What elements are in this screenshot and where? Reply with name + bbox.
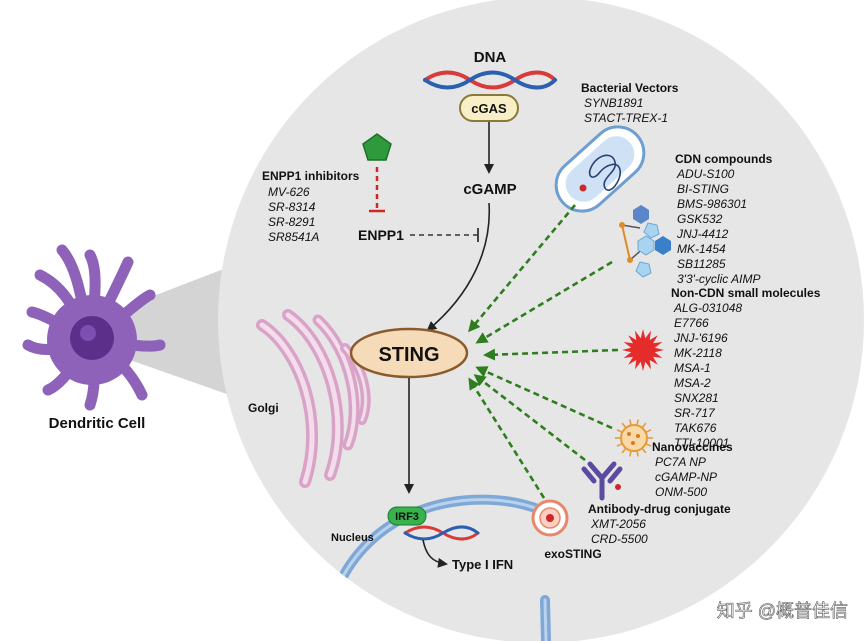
sting-label: STING: [378, 344, 439, 366]
list-item: ADU-S100: [676, 167, 735, 181]
exosting-label: exoSTING: [544, 547, 601, 561]
non-cdn-arrow: [483, 348, 619, 361]
list-item: BMS-986301: [677, 197, 747, 211]
list-item: SB11285: [677, 257, 726, 271]
list-item: SR-8314: [268, 200, 316, 214]
list-item: XMT-2056: [590, 517, 646, 531]
non-cdn-small-molecule-icon: [622, 329, 664, 371]
dna-helix-icon: [423, 70, 557, 90]
nanovaccines-title: Nanovaccines: [652, 440, 733, 454]
cgas-box: [459, 94, 519, 122]
list-item: cGAMP-NP: [655, 470, 717, 484]
cgamp-label: cGAMP: [463, 181, 516, 198]
cdn-compounds-title: CDN compounds: [675, 152, 773, 166]
exosting-arrow: [468, 377, 546, 499]
dna-label: DNA: [474, 49, 507, 66]
list-item: ALG-031048: [673, 301, 742, 315]
list-item: 3'3'-cyclic AIMP: [677, 272, 760, 286]
enpp1-inhibitors-list: MV-626 SR-8314 SR-8291 SR8541A: [268, 185, 319, 244]
nucleus-dna-icon: [403, 525, 480, 541]
list-item: MK-2118: [674, 346, 722, 360]
non-cdn-title: Non-CDN small molecules: [671, 286, 821, 300]
bacterial-vectors-title: Bacterial Vectors: [581, 81, 679, 95]
list-item: MV-626: [268, 185, 310, 199]
dendritic-cell-icon: [22, 244, 166, 411]
cdn-compound-molecule-icon: [619, 205, 671, 278]
bacterial-vector-arrow: [468, 204, 576, 333]
nucleus-label: Nucleus: [331, 532, 374, 544]
enpp1-inhibitors-title: ENPP1 inhibitors: [262, 169, 360, 183]
list-item: GSK532: [677, 212, 723, 226]
cdn-compounds-list: ADU-S100 BI-STING BMS-986301 GSK532 JNJ-…: [676, 167, 760, 286]
antibody-arrow: [473, 374, 586, 462]
antibody-icon: [581, 461, 623, 501]
list-item: MSA-1: [674, 361, 711, 375]
adc-title: Antibody-drug conjugate: [588, 502, 731, 516]
nanovaccines-list: PC7A NP cGAMP-NP ONM-500: [655, 455, 717, 499]
list-item: SR-717: [674, 406, 716, 420]
list-item: SR-8291: [268, 215, 315, 229]
list-item: E7766: [674, 316, 709, 330]
list-item: BI-STING: [677, 182, 729, 196]
enpp1-label: ENPP1: [358, 227, 404, 243]
list-item: SNX281: [674, 391, 719, 405]
irf3-label: IRF3: [395, 511, 419, 523]
type1-ifn-label: Type I IFN: [452, 557, 513, 572]
list-item: STACT-TREX-1: [584, 111, 668, 125]
cgas-label: cGAS: [471, 101, 507, 116]
cgamp-to-sting-arrow: [426, 202, 491, 332]
list-item: MK-1454: [677, 242, 726, 256]
list-item: PC7A NP: [655, 455, 706, 469]
golgi-label: Golgi: [248, 401, 279, 415]
list-item: SYNB1891: [584, 96, 643, 110]
bacterial-vector-icon: [554, 125, 646, 213]
list-item: TTI-10001: [674, 436, 729, 450]
non-cdn-list: ALG-031048 E7766 JNJ-'6196 MK-2118 MSA-1…: [673, 301, 742, 450]
list-item: CRD-5500: [591, 532, 648, 546]
exosting-icon: [531, 499, 569, 537]
agonist-arrows: [468, 204, 619, 499]
adc-list: XMT-2056 CRD-5500: [590, 517, 648, 546]
sting-node: [349, 327, 469, 379]
watermark: 知乎 @概普佳信: [717, 601, 848, 621]
enpp1-inhibitor-pentagon-icon: [362, 133, 392, 161]
list-item: JNJ-'6196: [673, 331, 728, 345]
list-item: MSA-2: [674, 376, 711, 390]
bacterial-vectors-list: SYNB1891 STACT-TREX-1: [584, 96, 668, 125]
nanovaccine-arrow: [475, 366, 613, 430]
dendritic-cell-label: Dendritic Cell: [49, 415, 146, 432]
irf3-box: [387, 506, 427, 526]
list-item: TAK676: [674, 421, 717, 435]
list-item: ONM-500: [655, 485, 707, 499]
cdn-compound-arrow: [475, 260, 613, 344]
antibody-payload-icon: [615, 484, 621, 490]
nanovaccine-icon: [615, 419, 653, 457]
transcription-arrow: [422, 539, 448, 568]
list-item: JNJ-4412: [676, 227, 729, 241]
list-item: SR8541A: [268, 230, 319, 244]
